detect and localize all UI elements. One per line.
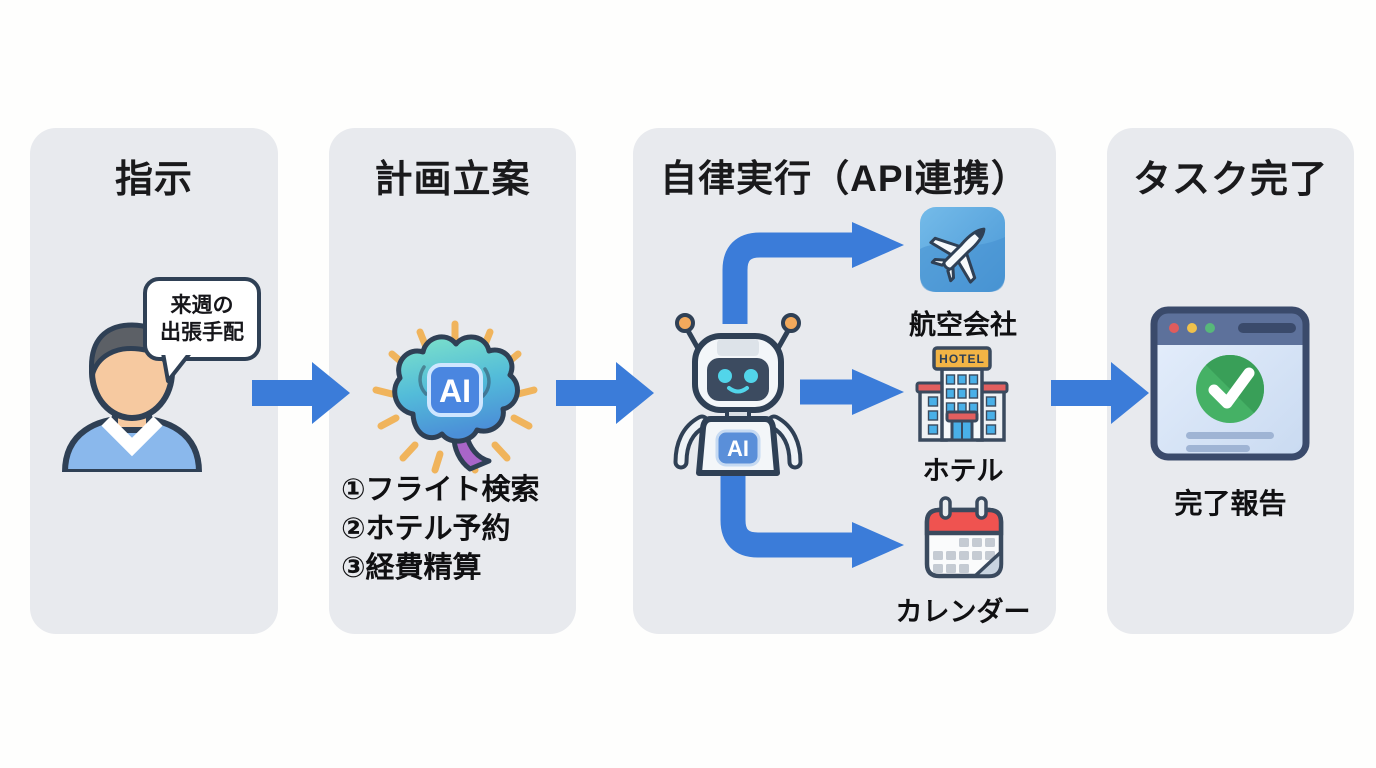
robot-smile bbox=[727, 386, 749, 394]
brain-ai-badge bbox=[427, 363, 483, 417]
arrow-to-airline bbox=[722, 232, 854, 324]
plan-item-1: ①フライト検索 bbox=[341, 474, 540, 506]
speech-bubble-tail bbox=[161, 355, 191, 383]
robot-ai-badge bbox=[715, 429, 761, 467]
person-collar bbox=[101, 416, 163, 457]
airplane-glyph bbox=[929, 227, 986, 284]
robot-face-screen bbox=[707, 358, 769, 401]
ai-brain-icon: AI bbox=[372, 320, 538, 474]
hotel-windows bbox=[927, 374, 997, 435]
plan-list: ①フライト検索 ②ホテル予約 ③経費精算 bbox=[341, 471, 540, 588]
completion-caption: 完了報告 bbox=[1174, 488, 1287, 519]
browser-dot-red bbox=[1169, 323, 1179, 333]
robot-ai-badge-label: AI bbox=[727, 436, 749, 461]
browser-text-line-1 bbox=[1186, 432, 1274, 439]
calendar-page-curl bbox=[973, 550, 1003, 578]
robot-connector-arrows bbox=[720, 222, 904, 568]
arrow-to-calendar bbox=[720, 458, 854, 558]
check-icon bbox=[1208, 367, 1255, 409]
browser-text-line-2 bbox=[1186, 445, 1250, 452]
browser-dot-yellow bbox=[1187, 323, 1197, 333]
hotel-icon: HOTEL bbox=[915, 346, 1009, 442]
robot-icon: AI bbox=[673, 313, 803, 476]
calendar-icon bbox=[924, 496, 1004, 579]
calendar-ring-right bbox=[975, 496, 988, 520]
plan-item-2: ②ホテル予約 bbox=[341, 513, 511, 545]
robot-eye-right bbox=[744, 369, 758, 383]
panel-planning-title: 計画立案 bbox=[374, 159, 531, 201]
calendar-label: カレンダー bbox=[895, 597, 1031, 627]
plan-item-3: ③経費精算 bbox=[341, 552, 482, 584]
panel-instruction-title: 指示 bbox=[114, 159, 193, 201]
hotel-sign-label: HOTEL bbox=[939, 352, 985, 366]
panel-completion-title: タスク完了 bbox=[1132, 159, 1328, 201]
airplane-icon bbox=[920, 207, 1005, 292]
speech-bubble: 来週の 出張手配 bbox=[143, 277, 261, 361]
airline-label: 航空会社 bbox=[909, 310, 1017, 340]
robot-eye-left bbox=[718, 369, 732, 383]
panel-planning: 計画立案 bbox=[329, 128, 576, 634]
arrowhead-hotel bbox=[852, 369, 904, 415]
brain-ai-badge-label: AI bbox=[439, 373, 471, 409]
browser-dot-green bbox=[1205, 323, 1215, 333]
hotel-label: ホテル bbox=[922, 456, 1004, 486]
hotel-sign bbox=[932, 346, 992, 371]
browser-frame bbox=[1150, 306, 1310, 461]
bubble-line-2: 出張手配 bbox=[160, 321, 244, 344]
browser-address-bar bbox=[1238, 323, 1296, 333]
arrowhead-calendar bbox=[852, 522, 904, 568]
bubble-line-1: 来週の bbox=[170, 294, 234, 317]
browser-titlebar bbox=[1154, 310, 1306, 345]
calendar-ring-left bbox=[939, 496, 952, 520]
browser-check-icon bbox=[1150, 306, 1310, 461]
calendar-header bbox=[924, 507, 1004, 536]
arrowhead-airline bbox=[852, 222, 904, 268]
panel-execution-title: 自律実行（API連携） bbox=[660, 158, 1029, 199]
